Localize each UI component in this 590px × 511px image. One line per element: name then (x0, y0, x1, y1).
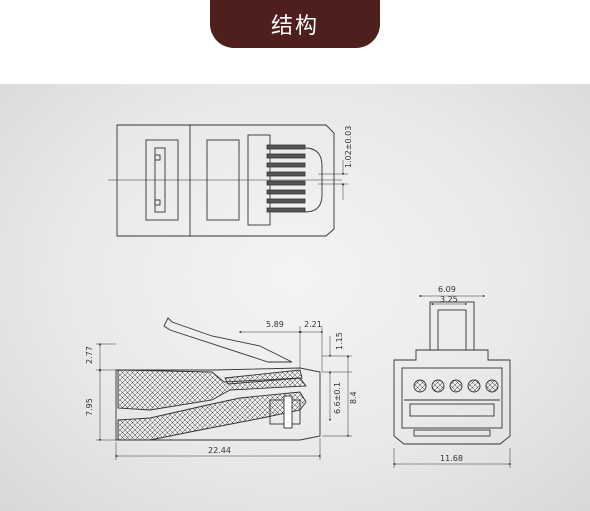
dim-609: 6.09 (438, 285, 456, 294)
contact-pins (266, 144, 306, 213)
front-pin-row (413, 379, 499, 393)
dim-221: 2.21 (304, 320, 322, 329)
dim-325: 3.25 (440, 295, 458, 304)
section-title-text: 结构 (270, 14, 319, 39)
section-title: 结构 (210, 0, 380, 48)
dim-2244: 22.44 (208, 446, 231, 455)
dim-1168: 11.68 (440, 454, 463, 463)
dim-589: 5.89 (266, 320, 284, 329)
dim-795: 7.95 (85, 398, 94, 416)
dim-84: 8.4 (349, 391, 358, 404)
dim-pitch: 1.02±0.03 (344, 126, 353, 168)
front-view (392, 294, 512, 468)
top-view (108, 124, 348, 237)
dim-115: 1.15 (335, 332, 344, 350)
dim-66: 6.6±0.1 (333, 382, 342, 414)
dim-277: 2.77 (85, 346, 94, 364)
side-view (96, 317, 352, 460)
